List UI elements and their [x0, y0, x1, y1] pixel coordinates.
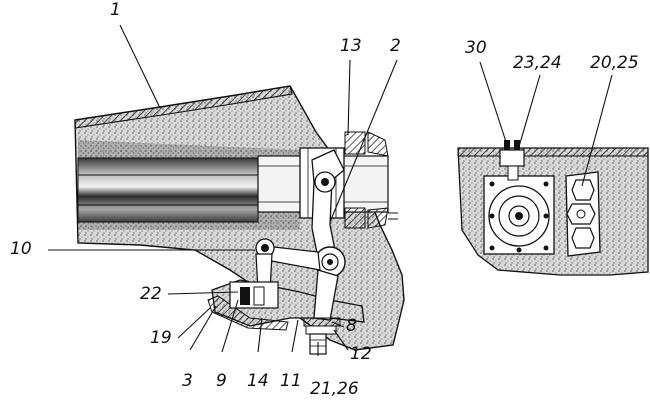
callout-22: 22 [140, 284, 162, 304]
callout-8: 8 [346, 316, 357, 336]
callout-2: 2 [390, 36, 401, 56]
callout-13: 13 [340, 36, 362, 56]
leader-11 [291, 319, 299, 353]
leader-1 [119, 24, 161, 109]
callout-12: 12 [350, 344, 372, 364]
callout-1: 1 [110, 0, 121, 20]
leader-9 [221, 299, 239, 353]
leader-22 [167, 291, 239, 295]
callout-3: 3 [182, 371, 193, 391]
leader-20-25 [581, 74, 613, 187]
leader-12 [333, 329, 349, 351]
leader-lines [48, 24, 613, 356]
callout-19: 19 [150, 328, 172, 348]
callout-9: 9 [216, 371, 227, 391]
callout-23-24: 23,24 [513, 53, 562, 73]
housing-main-view [74, 85, 405, 355]
callout-11: 11 [280, 371, 302, 391]
leader-2 [329, 59, 398, 223]
callout-14: 14 [247, 371, 269, 391]
callout-21-26: 21,26 [310, 379, 359, 399]
callout-10: 10 [10, 239, 32, 259]
leader-13 [347, 59, 351, 136]
leader-23-24 [517, 74, 541, 151]
leader-19 [177, 307, 211, 339]
callout-20-25: 20,25 [590, 53, 639, 73]
housing-end-view [457, 140, 649, 276]
leader-14 [257, 317, 263, 353]
callout-30: 30 [465, 38, 487, 58]
leader-8 [331, 321, 345, 328]
leader-3 [189, 305, 217, 351]
leader-30 [479, 61, 509, 149]
